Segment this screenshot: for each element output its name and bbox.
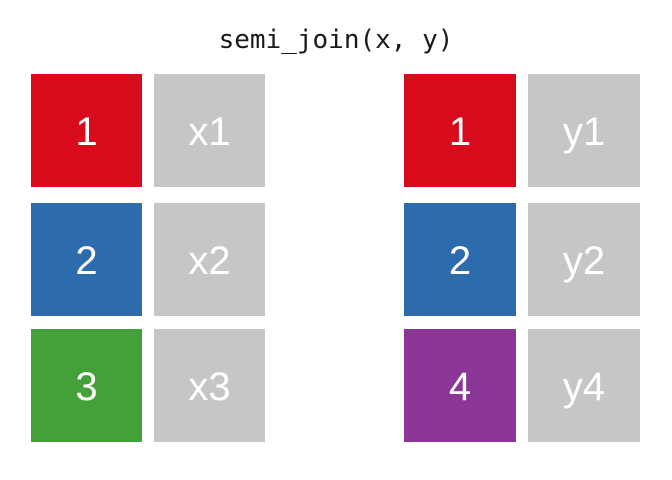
cell-y-row3-value-label: y4	[562, 364, 606, 409]
cell-y-row3-key: 4	[404, 329, 516, 442]
cell-x-row2-value-label: x2	[188, 238, 231, 283]
cell-x-row1-value-label: x1	[188, 109, 231, 154]
cell-x-row3-value-label: x3	[188, 364, 231, 409]
cell-y-row2-key-label: 2	[448, 238, 472, 283]
cell-y-row1-key: 1	[404, 74, 516, 187]
cell-x-row1-key: 1	[31, 74, 142, 187]
cell-y-row1-value-label: y1	[562, 109, 606, 154]
cell-x-row1-value: x1	[154, 74, 265, 187]
cell-y-row2-key: 2	[404, 203, 516, 316]
cell-y-row2-value: y2	[528, 203, 640, 316]
page-title: semi_join(x, y)	[218, 25, 454, 55]
cell-y-row3-value: y4	[528, 329, 640, 442]
cell-y-row2-value-label: y2	[562, 238, 606, 283]
cell-x-row3-key-label: 3	[75, 364, 98, 409]
cell-x-row3-key: 3	[31, 329, 142, 442]
cell-x-row2-value: x2	[154, 203, 265, 316]
cell-x-row3-value: x3	[154, 329, 265, 442]
cell-x-row2-key: 2	[31, 203, 142, 316]
cell-y-row3-key-label: 4	[448, 364, 472, 409]
cell-x-row1-key-label: 1	[75, 109, 98, 154]
cell-y-row1-value: y1	[528, 74, 640, 187]
cell-x-row2-key-label: 2	[75, 238, 98, 283]
cell-y-row1-key-label: 1	[448, 109, 472, 154]
